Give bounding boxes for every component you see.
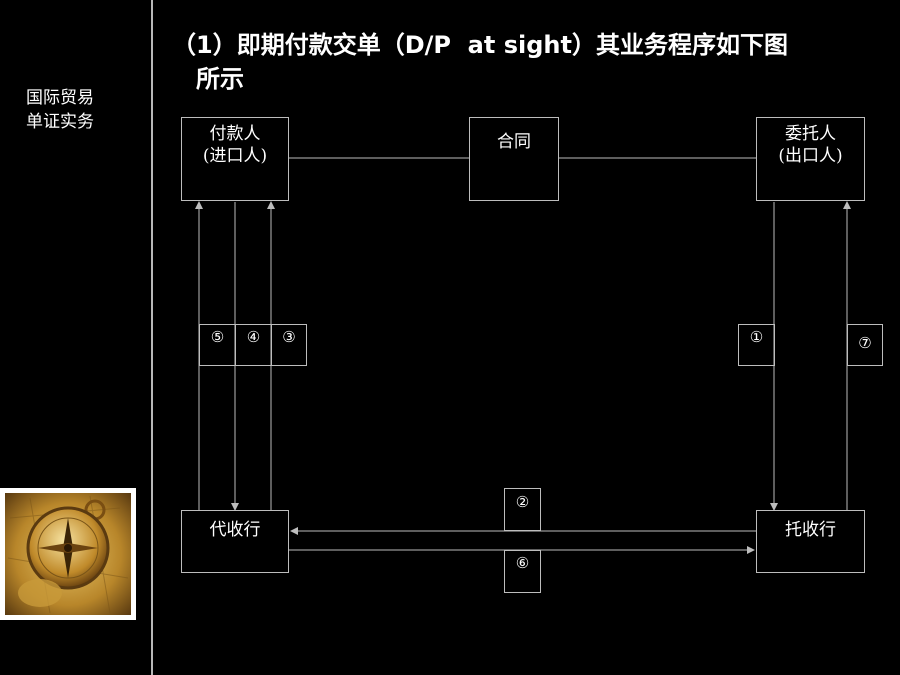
step-7-label: ⑦ [847,324,883,366]
compass-icon [5,493,131,615]
contract-label: 合同 [497,132,531,152]
collecting-bank-box: 代收行 [181,510,289,573]
principal-box: 委托人 (出口人) [756,117,865,201]
step-4-label: ④ [235,324,272,366]
step-1-label: ① [738,324,775,366]
contract-box: 合同 [469,117,559,201]
slide-heading: （1）即期付款交单（D/P at sight）其业务程序如下图 所示 [172,28,872,96]
principal-label: 委托人 [785,124,836,144]
heading-line1: （1）即期付款交单（D/P at sight）其业务程序如下图 [172,31,788,59]
remitting-bank-label: 托收行 [785,520,836,540]
step-2-label: ② [504,488,541,531]
course-title-line1: 国际贸易 [26,88,94,108]
heading-line2: 所示 [196,65,244,93]
remitting-bank-box: 托收行 [756,510,865,573]
step-6-label: ⑥ [504,550,541,593]
course-title-line2: 单证实务 [26,112,94,132]
collecting-bank-label: 代收行 [209,520,261,540]
course-title: 国际贸易 单证实务 [26,86,94,134]
principal-role: (出口人) [778,146,843,166]
step-3-label: ③ [271,324,307,366]
payer-box: 付款人 (进口人) [181,117,289,201]
payer-role: (进口人) [202,146,268,166]
sidebar-divider [151,0,153,675]
step-5-label: ⑤ [199,324,236,366]
compass-image [0,488,136,620]
payer-label: 付款人 [209,124,261,144]
